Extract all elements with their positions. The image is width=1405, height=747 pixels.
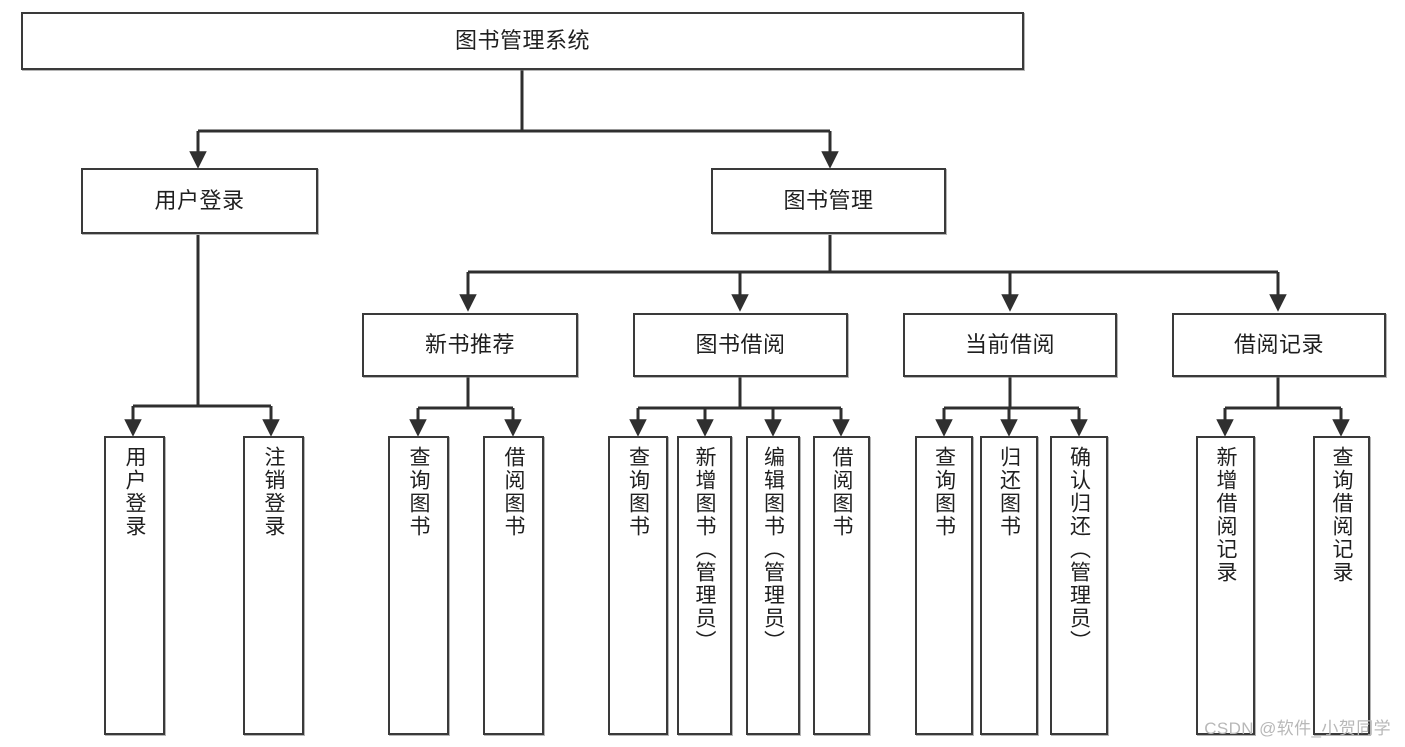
node-new-book-recommend[interactable]: 新书推荐 <box>362 313 578 377</box>
leaf-book-borrow-1[interactable]: 查询图书 <box>608 436 668 735</box>
watermark: CSDN @软件_小贺同学 <box>1204 719 1391 738</box>
node-root[interactable]: 图书管理系统 <box>21 12 1024 70</box>
leaf-new-book-2[interactable]: 借阅图书 <box>483 436 544 735</box>
leaf-current-borrow-2-label: 归还图书 <box>997 446 1021 538</box>
leaf-borrow-record-1[interactable]: 新增借阅记录 <box>1196 436 1255 735</box>
node-book-borrow-label: 图书借阅 <box>695 331 786 357</box>
node-current-borrow[interactable]: 当前借阅 <box>903 313 1117 377</box>
node-book-management-label: 图书管理 <box>783 187 874 213</box>
leaf-user-login-2[interactable]: 注销登录 <box>243 436 304 735</box>
leaf-current-borrow-1[interactable]: 查询图书 <box>915 436 973 735</box>
leaf-current-borrow-1-label: 查询图书 <box>932 446 956 538</box>
leaf-book-borrow-4-label: 借阅图书 <box>830 446 853 538</box>
leaf-current-borrow-3-label: 确认归还（管理员） <box>1067 446 1091 653</box>
node-book-borrow[interactable]: 图书借阅 <box>633 313 848 377</box>
node-user-login[interactable]: 用户登录 <box>81 168 318 234</box>
leaf-borrow-record-2[interactable]: 查询借阅记录 <box>1313 436 1370 735</box>
node-book-management[interactable]: 图书管理 <box>711 168 946 234</box>
leaf-current-borrow-3[interactable]: 确认归还（管理员） <box>1050 436 1108 735</box>
leaf-user-login-2-label: 注销登录 <box>262 446 285 538</box>
node-root-label: 图书管理系统 <box>454 27 590 53</box>
node-borrow-record[interactable]: 借阅记录 <box>1172 313 1386 377</box>
node-user-login-label: 用户登录 <box>154 187 245 213</box>
node-new-book-recommend-label: 新书推荐 <box>424 331 515 357</box>
leaf-user-login-1-label: 用户登录 <box>123 446 146 538</box>
leaf-book-borrow-4[interactable]: 借阅图书 <box>813 436 870 735</box>
leaf-borrow-record-2-label: 查询借阅记录 <box>1330 446 1353 584</box>
node-current-borrow-label: 当前借阅 <box>964 331 1055 357</box>
leaf-current-borrow-2[interactable]: 归还图书 <box>980 436 1038 735</box>
node-borrow-record-label: 借阅记录 <box>1233 331 1324 357</box>
leaf-book-borrow-3[interactable]: 编辑图书（管理员） <box>746 436 800 735</box>
leaf-new-book-1[interactable]: 查询图书 <box>388 436 449 735</box>
leaf-new-book-1-label: 查询图书 <box>407 446 430 538</box>
leaf-book-borrow-2-label: 新增图书（管理员） <box>693 446 716 653</box>
leaf-new-book-2-label: 借阅图书 <box>502 446 525 538</box>
leaf-borrow-record-1-label: 新增借阅记录 <box>1214 446 1237 584</box>
leaf-book-borrow-2[interactable]: 新增图书（管理员） <box>677 436 732 735</box>
leaf-book-borrow-3-label: 编辑图书（管理员） <box>761 446 785 653</box>
leaf-user-login-1[interactable]: 用户登录 <box>104 436 165 735</box>
leaf-book-borrow-1-label: 查询图书 <box>626 446 650 538</box>
